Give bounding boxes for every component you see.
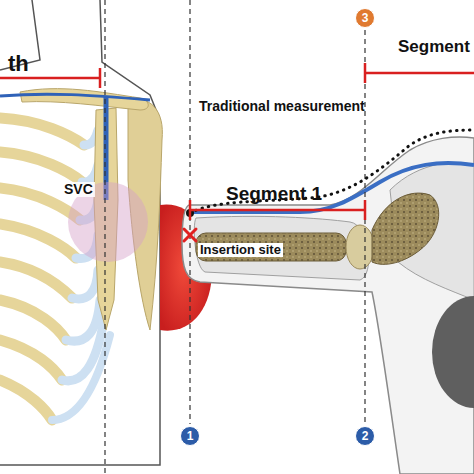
rib <box>0 340 62 380</box>
callout-number: 2 <box>362 429 369 443</box>
traditional-measurement-line <box>190 130 474 213</box>
subclavian-vein <box>0 94 150 100</box>
segment-1-bar <box>190 209 365 212</box>
rib <box>0 380 52 420</box>
segment-label: th <box>8 52 29 76</box>
torso-outline <box>0 0 160 465</box>
rib <box>0 118 84 145</box>
bar-tick <box>99 68 102 88</box>
insertion-mark <box>184 229 196 241</box>
arm-skin <box>182 137 474 474</box>
costal-cartilage <box>72 270 98 299</box>
callout-number: 1 <box>187 429 194 443</box>
guide-line <box>364 30 365 424</box>
costal-cartilage <box>52 335 110 420</box>
callout-text-wrap: 2 <box>355 426 375 446</box>
joint-bone <box>346 225 374 269</box>
annotation-label: SVC <box>62 182 95 197</box>
dark-structure <box>432 296 474 408</box>
callout-text-wrap: 1 <box>180 426 200 446</box>
insertion-mark <box>184 229 196 241</box>
segment-label: Segment <box>398 38 470 57</box>
rib <box>0 224 76 258</box>
length-bar <box>0 77 100 80</box>
guide-line <box>104 0 105 474</box>
annotation-label: Insertion site <box>198 243 283 257</box>
insertion-mark <box>184 229 196 241</box>
callout-text-wrap: 3 <box>355 8 375 28</box>
rib <box>0 262 72 298</box>
bar-tick <box>189 200 192 220</box>
segment-bar <box>365 72 474 75</box>
callout-number: 3 <box>362 11 369 25</box>
bar-tick <box>364 200 367 220</box>
rib-cage <box>0 118 110 420</box>
humeral-head <box>372 193 439 264</box>
callout-circle: 2 <box>355 426 375 446</box>
rib <box>0 300 66 340</box>
annotation-label: Traditional measurement <box>199 99 365 114</box>
circle-shape <box>356 9 375 28</box>
circle-shape <box>356 427 375 446</box>
rib <box>0 152 82 182</box>
callout-circle: 3 <box>355 8 375 28</box>
humerus-shaft <box>196 233 346 261</box>
costal-cartilage <box>66 300 100 341</box>
segment-label: Segment 1 <box>226 184 322 205</box>
circle-shape <box>181 427 200 446</box>
arm-muscle <box>194 216 368 280</box>
measurement-bars <box>0 63 474 220</box>
callout-circle: 1 <box>180 426 200 446</box>
guide-line <box>189 0 190 424</box>
basilic-vein <box>190 163 474 212</box>
bar-tick <box>364 63 367 83</box>
